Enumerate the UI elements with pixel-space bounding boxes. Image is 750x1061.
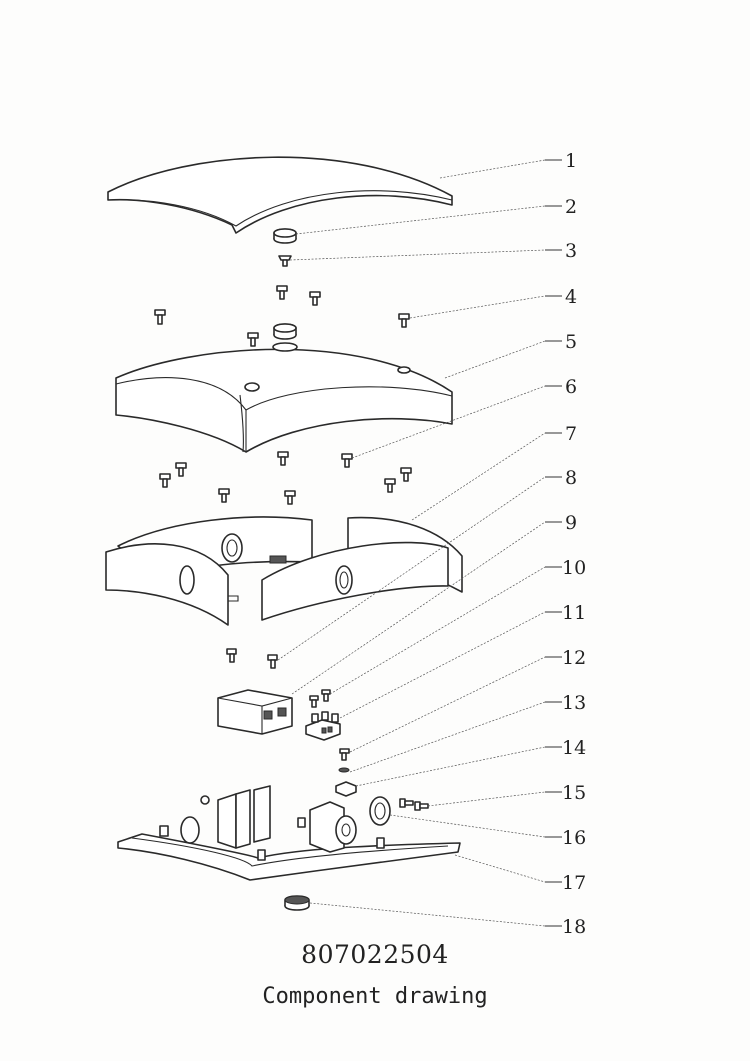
part-driver-box [217,689,331,735]
callout-6: 6 [565,376,577,398]
leader-lines [277,159,562,927]
part-side-screws [399,798,429,811]
callout-17: 17 [562,872,586,894]
part-housing-screws [154,285,410,347]
part-side-panels [105,516,463,626]
callout-8: 8 [565,467,577,489]
callout-4: 4 [565,286,577,308]
part-main-housing [115,342,453,453]
callout-14: 14 [562,737,586,759]
part-coupling-nut [273,323,297,340]
part-small-fasteners [335,748,357,797]
drawing-title: Component drawing [262,984,488,1009]
callout-7: 7 [565,423,577,445]
callout-5: 5 [565,331,577,353]
callout-16: 16 [562,827,586,849]
callout-11: 11 [562,602,586,624]
part-gasket [369,796,391,826]
callout-18: 18 [562,916,586,938]
callout-1: 1 [565,150,577,172]
part-lower-screws [159,451,412,505]
part-number: 807022504 [301,940,449,969]
part-cable-gland [284,895,310,911]
part-top-cover [107,156,453,234]
part-base-plate [117,785,461,881]
callout-15: 15 [562,782,586,804]
part-spacer-ring [273,228,297,244]
callout-2: 2 [565,196,577,218]
callout-3: 3 [565,240,577,262]
part-terminal-block [305,711,341,741]
callout-10: 10 [562,557,586,579]
callout-numbers: 1 2 3 4 5 6 7 8 9 10 11 12 13 14 15 16 1… [562,150,586,938]
part-driver-screws [226,648,278,669]
callout-12: 12 [562,647,586,669]
callout-13: 13 [562,692,586,714]
callout-9: 9 [565,512,577,534]
part-small-screw [278,255,292,267]
